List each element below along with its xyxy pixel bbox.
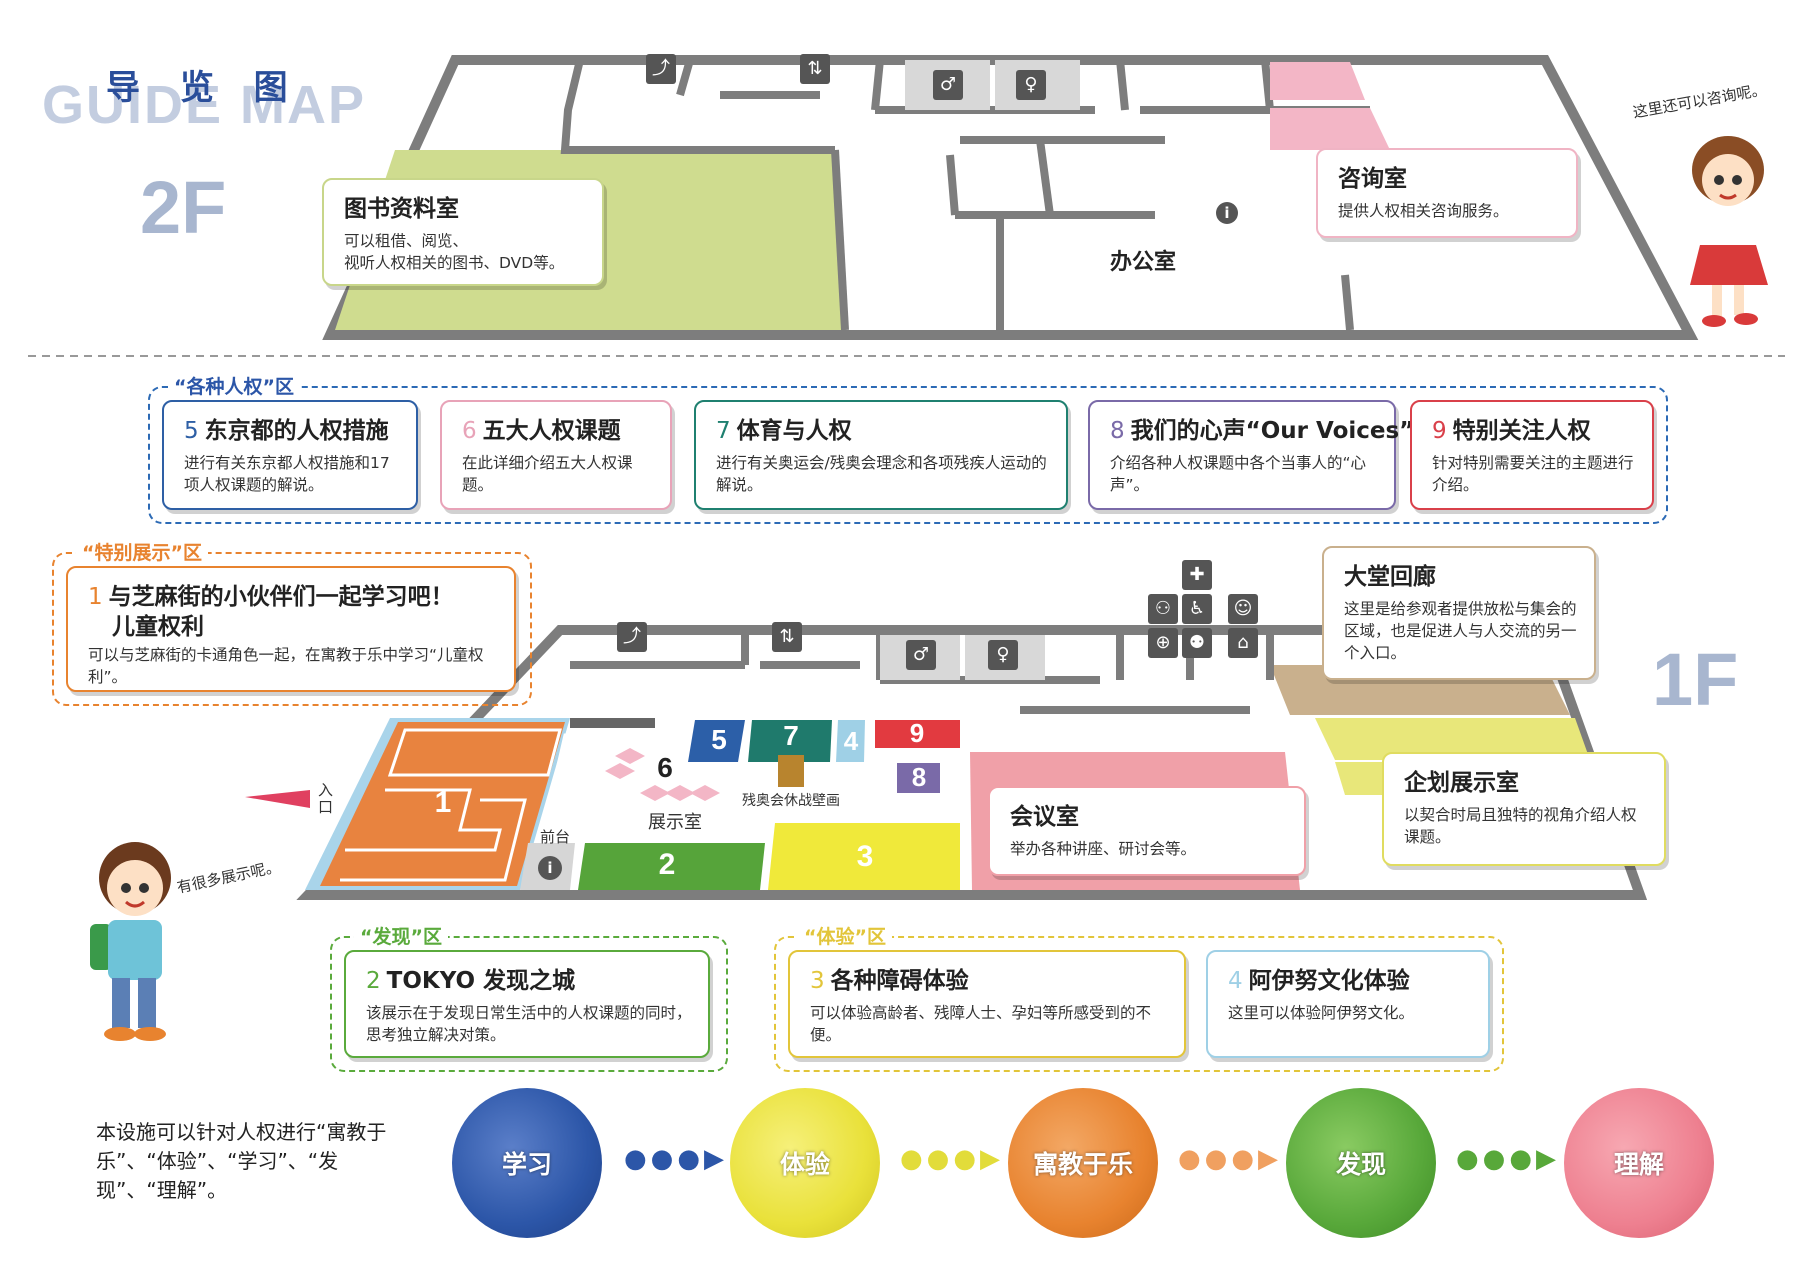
men-restroom-icon-1f: ♂ xyxy=(906,640,936,670)
room-number-5: 5 xyxy=(711,724,727,755)
consult-area xyxy=(1270,62,1365,100)
library-title: 图书资料室 xyxy=(344,196,459,222)
family-restroom-icon: ⚇ xyxy=(1148,594,1178,624)
diaper-icon: ⚉ xyxy=(1182,628,1212,658)
room-8 xyxy=(897,763,940,793)
consult-card: 咨询室 提供人权相关咨询服务。 xyxy=(1316,148,1578,238)
meeting-card: 会议室 举办各种讲座、研讨会等。 xyxy=(988,786,1306,876)
step-discover: 发现 xyxy=(1286,1088,1436,1238)
office-label: 办公室 xyxy=(1110,250,1177,275)
room-number-3: 3 xyxy=(856,840,874,873)
room-7 xyxy=(748,720,832,762)
zone-various-rights xyxy=(148,386,1668,524)
arrow-2: ●●●▶ xyxy=(900,1144,1005,1174)
room-3 xyxy=(768,823,960,890)
wheelchair-icon: ♿ xyxy=(1182,594,1212,624)
step-experience: 体验 xyxy=(730,1088,880,1238)
bottle-icon: ⌂ xyxy=(1228,628,1258,658)
info-icon-2f: i xyxy=(1216,202,1238,224)
zone-special-label: “特别展示”区 xyxy=(76,538,208,565)
entrance-label: 入口 xyxy=(318,781,334,816)
exhibition-label: 展示室 xyxy=(648,812,702,833)
planning-area xyxy=(1315,718,1590,760)
boy-character xyxy=(90,842,171,1041)
room-5 xyxy=(688,720,745,762)
zone-special xyxy=(52,552,532,706)
zone-discover xyxy=(330,936,728,1072)
library-card: 图书资料室 可以租借、阅览、视听人权相关的图书、DVD等。 xyxy=(322,178,604,286)
room-number-7: 7 xyxy=(783,720,799,751)
elevator-icon: ⇅ xyxy=(800,54,830,84)
consult-title: 咨询室 xyxy=(1338,166,1407,192)
zone-experience xyxy=(774,936,1504,1072)
reception-label: 前台 xyxy=(540,828,571,846)
zone-various-rights-label: “各种人权”区 xyxy=(168,372,300,399)
room-1 xyxy=(320,722,565,886)
room-number-8: 8 xyxy=(911,762,927,792)
consult-desc: 提供人权相关咨询服务。 xyxy=(1338,202,1509,220)
step-fun-learning: 寓教于乐 xyxy=(1008,1088,1158,1238)
floor-label-2f: 2F xyxy=(140,166,227,249)
library-desc: 可以租借、阅览、视听人权相关的图书、DVD等。 xyxy=(344,232,565,272)
baby-changing-icon: ✚ xyxy=(1182,560,1212,590)
room-number-6: 6 xyxy=(657,752,673,783)
zone-discover-label: “发现”区 xyxy=(354,922,448,949)
room-number-2: 2 xyxy=(658,848,676,881)
info-icon-1f: i xyxy=(538,856,562,880)
stairs-icon-1f: ⤴ xyxy=(617,622,647,652)
women-restroom-icon-1f: ♀ xyxy=(988,640,1018,670)
arrow-4: ●●●▶ xyxy=(1456,1144,1561,1174)
arrow-3: ●●●▶ xyxy=(1178,1144,1283,1174)
room-gray-bar xyxy=(570,718,655,728)
room-number-9: 9 xyxy=(909,718,925,748)
women-restroom-icon: ♀ xyxy=(1016,70,1046,100)
room-number-1: 1 xyxy=(434,786,452,819)
mural-label: 残奥会休战壁画 xyxy=(742,793,840,809)
room-number-4: 4 xyxy=(843,726,859,756)
step-understand: 理解 xyxy=(1564,1088,1714,1238)
step-learn: 学习 xyxy=(452,1088,602,1238)
room-9 xyxy=(875,720,960,748)
child-icon: ☺ xyxy=(1228,594,1258,624)
room-4 xyxy=(836,720,865,762)
floor-label-1f: 1F xyxy=(1652,638,1739,721)
elevator-icon-1f: ⇅ xyxy=(772,622,802,652)
guide-map-title-cn: 导 览 图 xyxy=(106,68,302,108)
ostomate-icon: ⊕ xyxy=(1148,628,1178,658)
guide-map-title-en: GUIDE MAP xyxy=(42,75,367,135)
entrance-arrow xyxy=(245,790,310,808)
footer-text: 本设施可以针对人权进行“寓教于乐”、“体验”、“学习”、“发现”、“理解”。 xyxy=(96,1120,387,1202)
men-restroom-icon: ♂ xyxy=(933,70,963,100)
zone-experience-label: “体验”区 xyxy=(798,922,892,949)
planning-card: 企划展示室 以契合时局且独特的视角介绍人权课题。 xyxy=(1382,752,1666,866)
stairs-icon: ⤴ xyxy=(646,54,676,84)
arrow-1: ●●●▶ xyxy=(624,1144,729,1174)
consult-area-2 xyxy=(1270,108,1390,150)
lobby-card: 大堂回廊 这里是给参观者提供放松与集会的区域，也是促进人与人交流的另一个入口。 xyxy=(1322,546,1596,680)
mural-stand xyxy=(778,755,804,787)
room-2 xyxy=(578,843,765,890)
girl-character xyxy=(1690,136,1768,327)
